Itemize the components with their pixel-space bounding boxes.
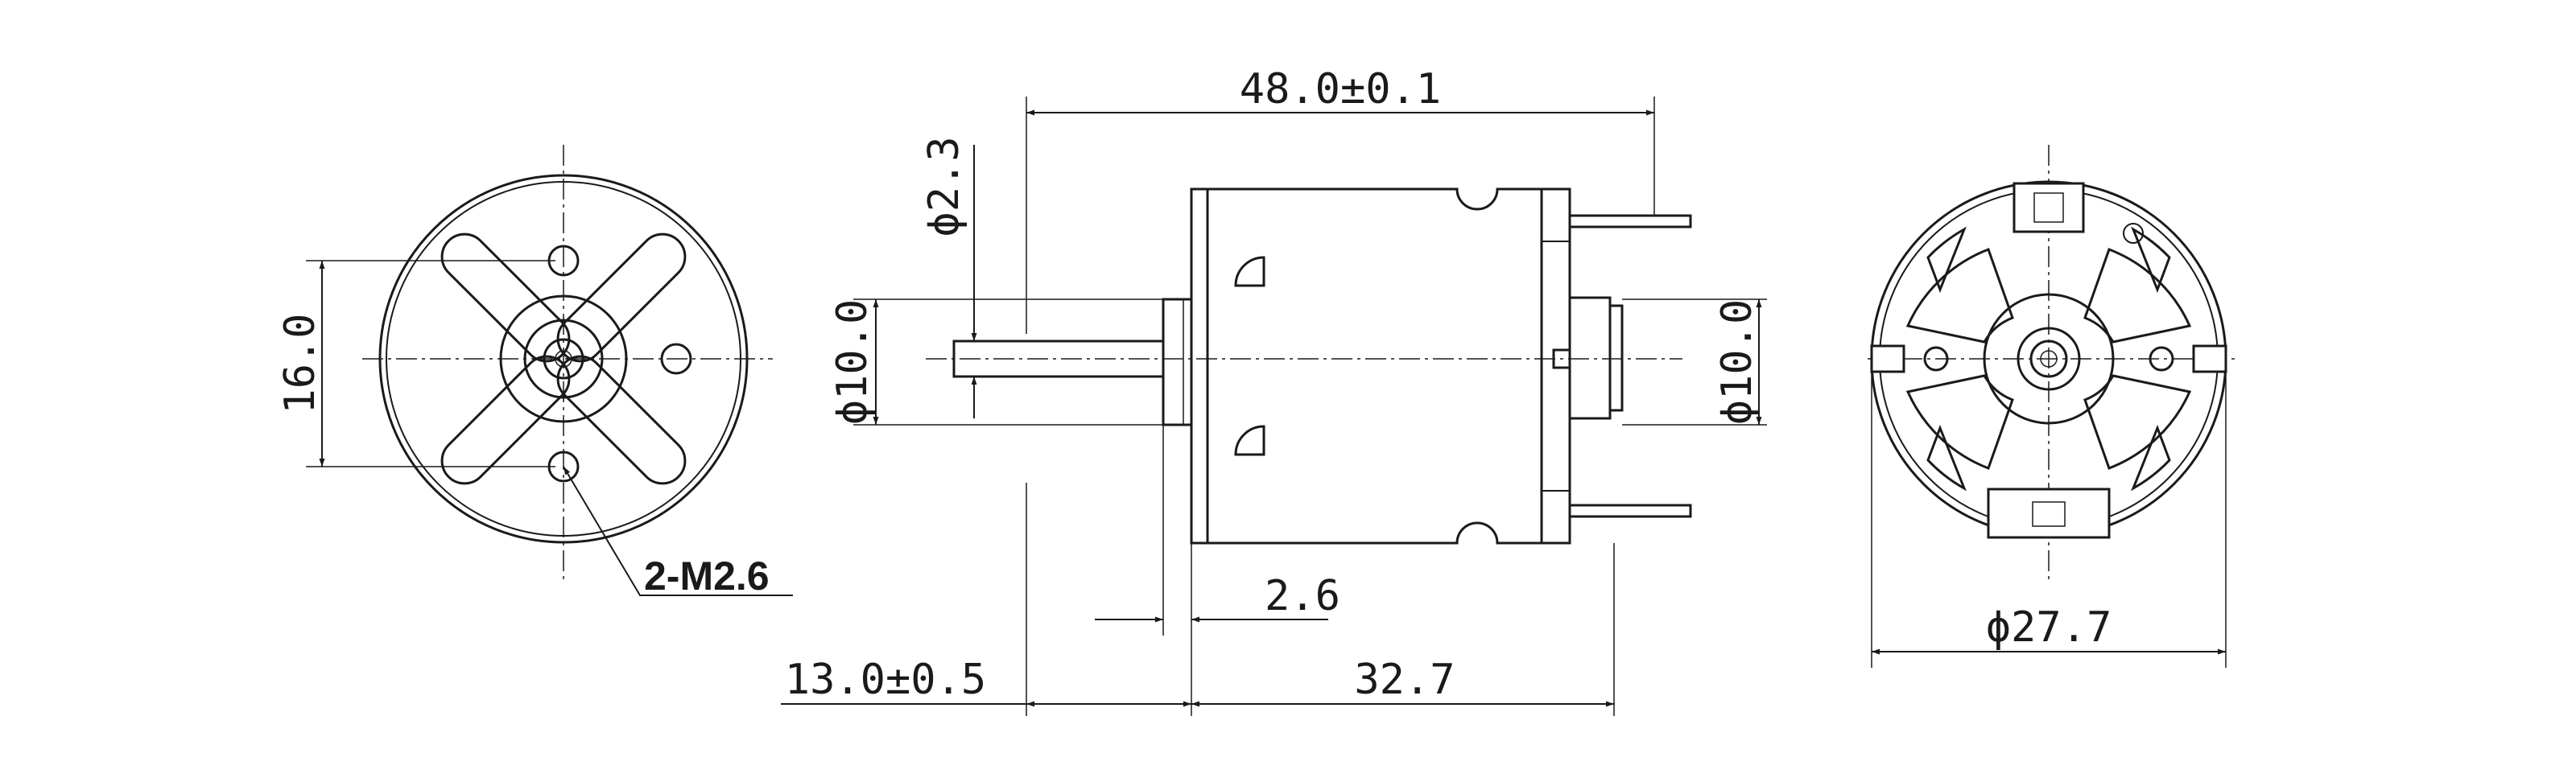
mount-hole-label: 2-M2.6 <box>644 554 770 599</box>
total-length-dim: 48.0±0.1 <box>1026 65 1655 334</box>
shaft-length-label: 13.0±0.5 <box>785 656 986 704</box>
shaft-dia-label: ϕ2.3 <box>920 136 968 237</box>
side-view <box>926 187 1692 545</box>
front-view <box>362 145 773 583</box>
flange-label: 2.6 <box>1265 572 1340 620</box>
shaft-body-length-dim: 13.0±0.5 32.7 <box>781 483 1615 716</box>
shaft-dia-dim: ϕ2.3 <box>920 136 994 418</box>
left-boss-dia-label: ϕ10.0 <box>828 299 877 426</box>
body-dia-dim: ϕ27.7 <box>1871 372 2227 668</box>
right-boss-dia-label: ϕ10.0 <box>1713 299 1761 426</box>
flange-dim: 2.6 <box>1095 425 1340 636</box>
rear-view <box>1868 145 2238 583</box>
mount-hole-callout: 2-M2.6 <box>563 466 793 599</box>
left-boss-dia-dim: ϕ10.0 <box>828 298 1163 426</box>
body-dia-label: ϕ27.7 <box>1986 603 2112 652</box>
total-length-label: 48.0±0.1 <box>1240 65 1441 113</box>
right-boss-dia-dim: ϕ10.0 <box>1622 298 1767 426</box>
front-height-dim: 16.0 <box>276 260 555 467</box>
front-height-label: 16.0 <box>276 313 324 414</box>
body-length-label: 32.7 <box>1354 656 1455 704</box>
